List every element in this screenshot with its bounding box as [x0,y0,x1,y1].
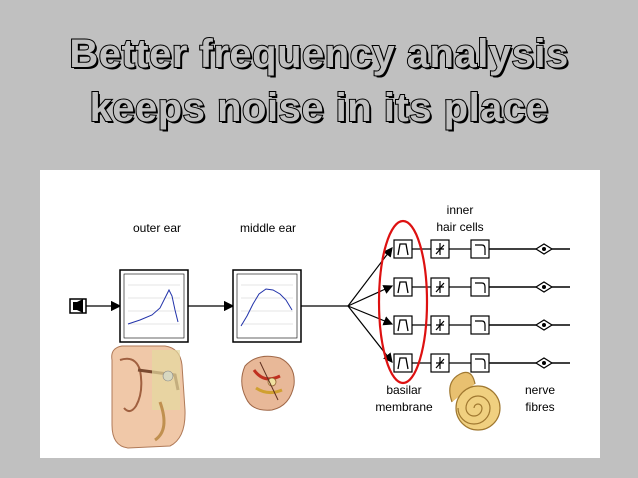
label-membrane: membrane [375,400,433,414]
outer-ear-filter-box [119,269,189,343]
channel-row [393,315,570,335]
label-outer-ear: outer ear [133,221,181,235]
label-fibres: fibres [525,400,554,414]
outer-ear-anatomy-image [111,345,186,449]
channel-row [393,239,570,259]
label-basilar: basilar [386,383,421,397]
auditory-model-diagram: outer ear middle ear inner hair cells ba… [40,170,600,458]
cochlea-image [449,371,501,431]
middle-ear-anatomy-image [241,355,295,411]
speaker-icon [69,298,87,314]
label-hair-cells: hair cells [436,220,483,234]
basilar-highlight-ellipse [377,219,429,385]
channel-row [393,277,570,297]
diagram-canvas: outer ear middle ear inner hair cells ba… [69,203,570,449]
label-nerve: nerve [525,383,555,397]
middle-ear-filter-box [232,269,302,343]
label-inner-1: inner [447,203,474,217]
channel-row [393,353,570,373]
slide-title-line-2: keeps noise in its place [89,85,549,131]
slide-title-line-1: Better frequency analysis [68,31,569,77]
label-middle-ear: middle ear [240,221,296,235]
